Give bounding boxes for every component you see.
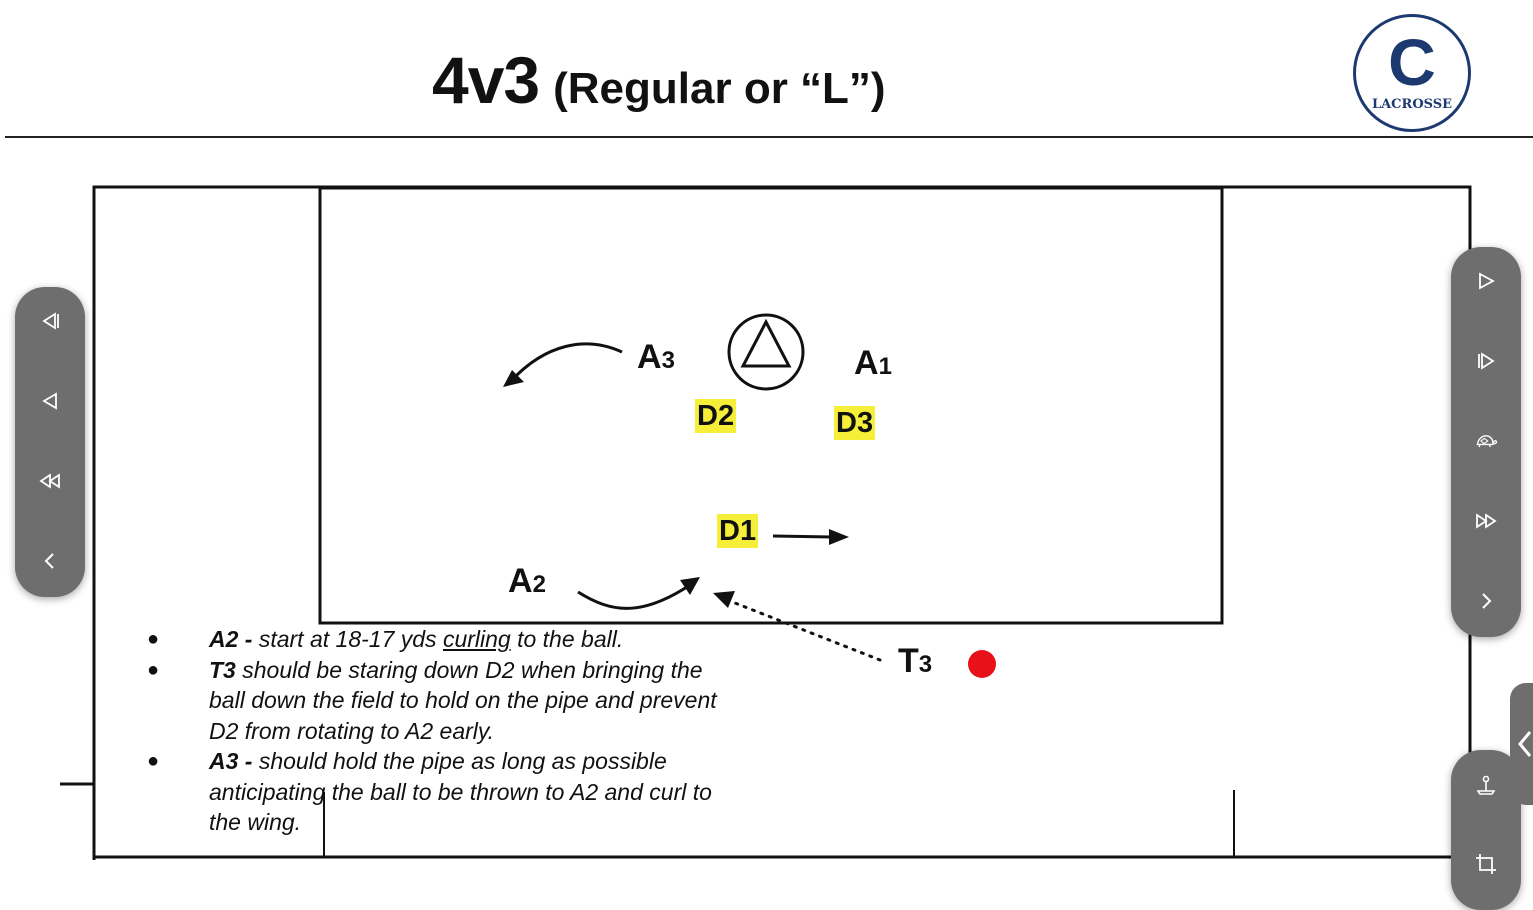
coaching-notes: ●A2 - start at 18-17 yds curling to the … xyxy=(147,624,727,838)
note-item: ●A2 - start at 18-17 yds curling to the … xyxy=(147,626,624,652)
player-a3: A3 xyxy=(637,338,675,376)
a3-arrowhead xyxy=(503,370,524,387)
a2-arrowhead xyxy=(680,577,700,595)
slow-motion-turtle-icon[interactable] xyxy=(1451,421,1521,461)
drawer-toggle[interactable] xyxy=(1510,683,1533,805)
fast-forward-icon[interactable] xyxy=(1451,501,1521,541)
header-divider xyxy=(5,136,1533,138)
player-a2: A2 xyxy=(508,562,546,600)
a2-curl-arrow xyxy=(577,583,691,610)
a3-movement-arrow xyxy=(510,342,623,382)
right-playback-panel xyxy=(1451,247,1521,637)
rewind-icon[interactable] xyxy=(15,461,85,501)
goal-crease xyxy=(727,313,805,391)
player-t3: T3 xyxy=(898,642,933,680)
note-item: ●A3 - should hold the pipe as long as po… xyxy=(147,748,712,835)
t3-pass-line xyxy=(733,601,882,662)
title-main: 4v3 xyxy=(432,43,540,117)
ball xyxy=(968,650,996,678)
logo-word: LACROSSE xyxy=(1371,97,1453,112)
goal-triangle-icon xyxy=(740,318,792,368)
chevron-left-icon xyxy=(1518,731,1532,757)
joystick-icon[interactable] xyxy=(1451,766,1521,806)
logo-letter: C xyxy=(1388,25,1436,99)
defender-d1: D1 xyxy=(717,514,759,548)
step-back-icon[interactable] xyxy=(15,381,85,421)
player-a1: A1 xyxy=(854,344,892,382)
defender-d3: D3 xyxy=(834,406,876,440)
restraining-box xyxy=(318,186,1224,625)
title-sub: (Regular or “L”) xyxy=(553,64,886,113)
defender-d2: D2 xyxy=(695,399,737,433)
skip-back-icon[interactable] xyxy=(15,301,85,341)
note-item: ●T3 should be staring down D2 when bring… xyxy=(147,656,717,744)
play-icon[interactable] xyxy=(1451,261,1521,301)
left-playback-panel xyxy=(15,287,85,597)
d1-slide-arrow xyxy=(772,534,833,539)
d1-arrowhead xyxy=(829,529,849,545)
lacrosse-logo: C LACROSSE xyxy=(1353,14,1471,132)
slide-title: 4v3 (Regular or “L”) xyxy=(432,42,886,118)
t3-pass-arrowhead xyxy=(713,591,735,608)
previous-icon[interactable] xyxy=(15,541,85,581)
crop-icon[interactable] xyxy=(1451,844,1521,884)
next-icon[interactable] xyxy=(1451,581,1521,621)
step-forward-icon[interactable] xyxy=(1451,341,1521,381)
